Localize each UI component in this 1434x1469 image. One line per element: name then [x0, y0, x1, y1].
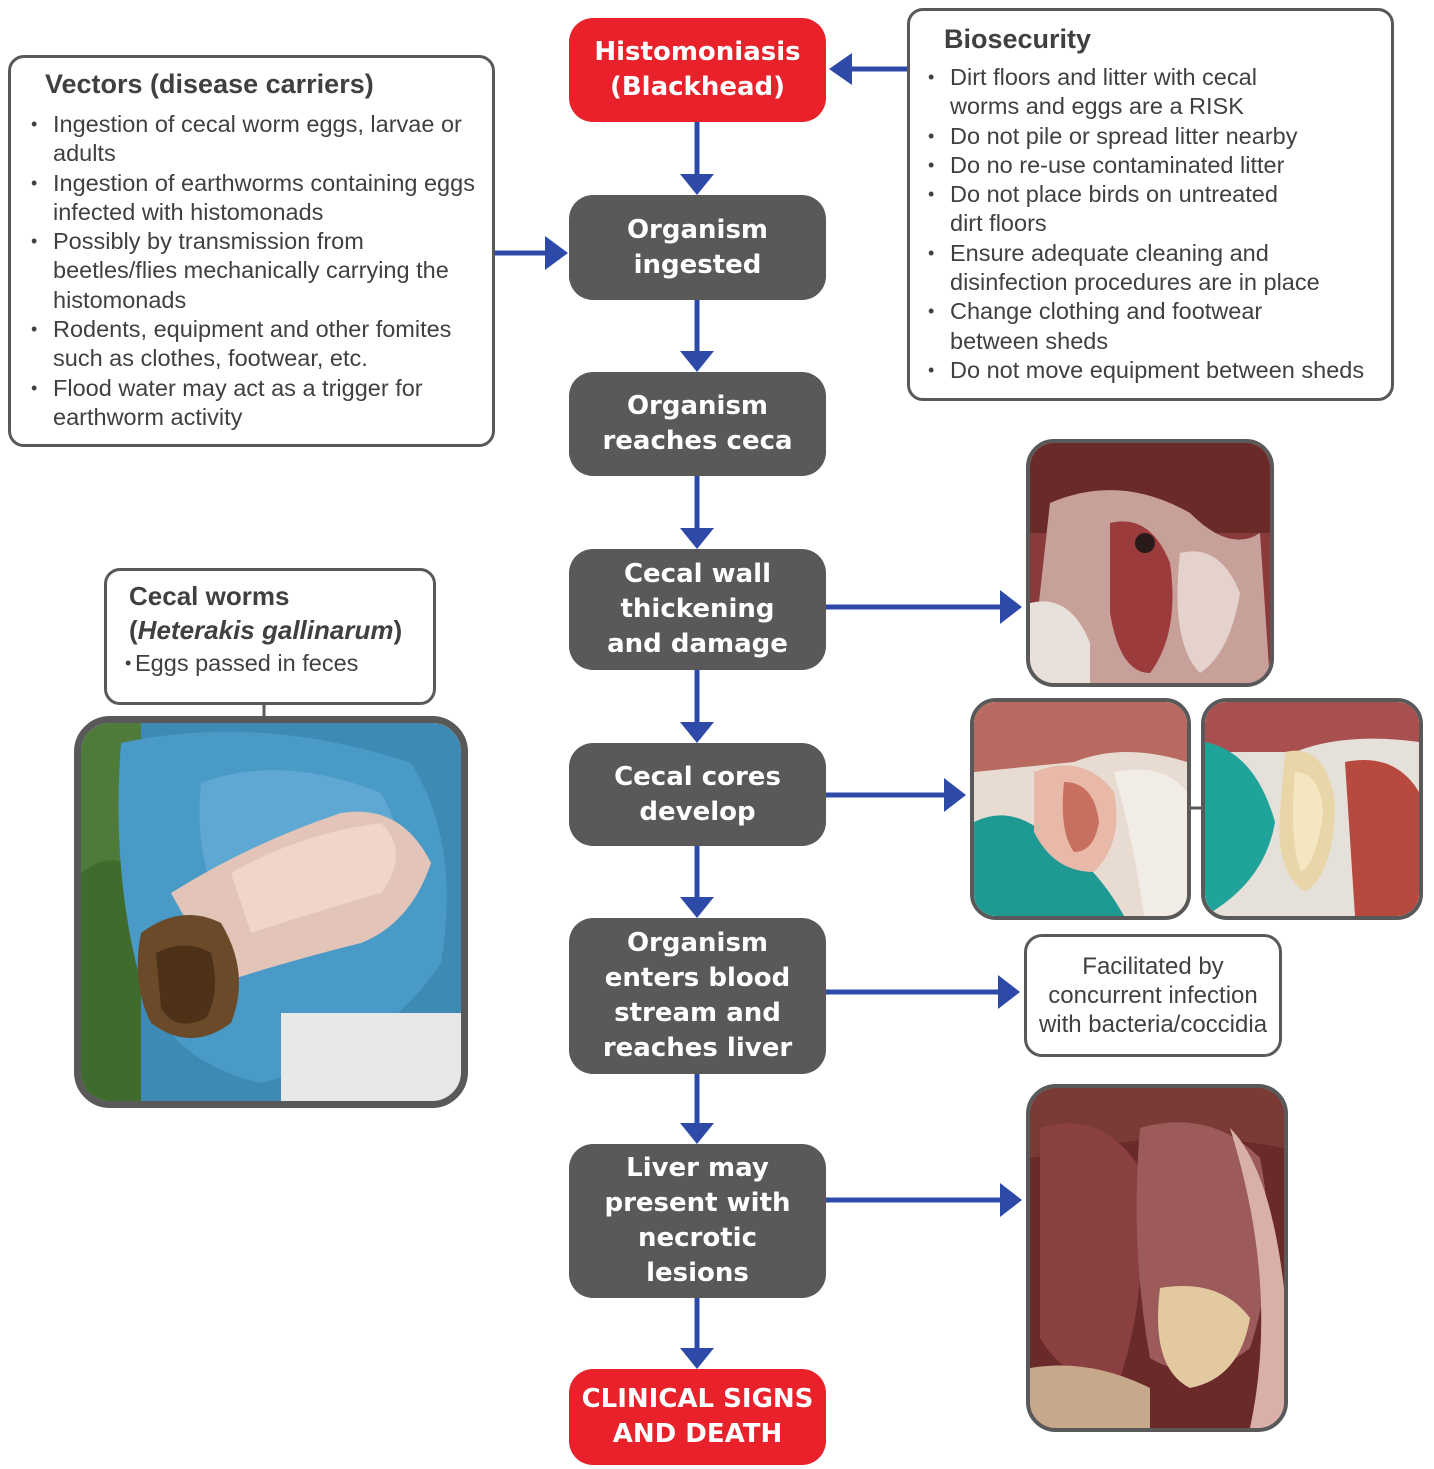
vectors-title: Vectors (disease carriers) [45, 69, 374, 99]
list-item: Ingestion of earthworms containing eggs … [21, 169, 484, 228]
cecal-worms-title-line1: Cecal worms [129, 581, 290, 611]
cecal-worms-box: Cecal worms (Heterakis gallinarum) Eggs … [104, 568, 436, 705]
list-item: Eggs passed in feces [115, 649, 429, 679]
arrow-down-5 [680, 846, 714, 918]
step-label: Cecal cores develop [614, 761, 781, 827]
arrow-vectors-to-ingested [494, 236, 568, 270]
list-item: Dirt floors and litter with cecal worms … [918, 63, 1383, 122]
cecal-wall-image [1030, 443, 1270, 683]
title-paren-close: ) [393, 615, 403, 645]
concurrent-infection-note: Facilitated by concurrent infection with… [1024, 934, 1282, 1057]
step-label: Organism ingested [626, 214, 769, 280]
cecal-cores-image-1 [974, 702, 1187, 916]
cecal-worms-list: Eggs passed in feces [125, 649, 429, 679]
list-item: Do no re-use contaminated litter [918, 151, 1383, 181]
photo-cecal-cores-right [1201, 698, 1423, 920]
photo-cecal-wall [1026, 439, 1274, 687]
biosecurity-list: Dirt floors and litter with cecal worms … [918, 63, 1383, 386]
arrow-biosecurity-to-start [829, 53, 907, 85]
arrow-down-1 [680, 122, 714, 195]
liver-image [1030, 1088, 1284, 1428]
photo-cecal-worms [74, 716, 468, 1108]
arrow-down-6 [680, 1074, 714, 1144]
photo-liver [1026, 1084, 1288, 1432]
start-label: Histomoniasis (Blackhead) [594, 37, 801, 102]
vectors-box: Vectors (disease carriers) Ingestion of … [8, 55, 495, 447]
arrow-to-note [826, 975, 1020, 1009]
list-item: Flood water may act as a trigger for ear… [21, 374, 484, 433]
list-item: Change clothing and footwear between she… [918, 297, 1383, 356]
step-label: Cecal wall thickening and damage [607, 559, 788, 659]
species-name: Heterakis gallinarum [137, 615, 394, 645]
list-item: Ingestion of cecal worm eggs, larvae or … [21, 110, 484, 169]
photo-cecal-cores-left [970, 698, 1191, 920]
cecal-worms-title: Cecal worms (Heterakis gallinarum) [129, 579, 429, 647]
arrow-down-4 [680, 670, 714, 743]
end-clinical-signs: CLINICAL SIGNS AND DEATH [569, 1369, 826, 1465]
arrow-down-2 [680, 300, 714, 372]
step-organism-ingested: Organism ingested [569, 195, 826, 300]
title-paren-open: ( [129, 615, 138, 645]
step-label: Liver may present with necrotic lesions [604, 1153, 791, 1288]
list-item: Do not pile or spread litter nearby [918, 122, 1383, 152]
step-label: Organism reaches ceca [602, 391, 793, 456]
arrow-down-7 [680, 1298, 714, 1369]
step-cecal-cores: Cecal cores develop [569, 743, 826, 846]
arrow-down-3 [680, 476, 714, 549]
cecal-worms-image [81, 723, 461, 1101]
arrow-to-photos-cecal-cores [826, 778, 966, 812]
list-item: Do not move equipment between sheds [918, 356, 1383, 386]
arrow-to-photo-cecal-wall [826, 590, 1022, 624]
step-liver-lesions: Liver may present with necrotic lesions [569, 1144, 826, 1298]
start-histomoniasis: Histomoniasis (Blackhead) [569, 18, 826, 122]
biosecurity-box: Biosecurity Dirt floors and litter with … [907, 8, 1394, 401]
list-item: Do not place birds on untreated dirt flo… [918, 180, 1383, 239]
biosecurity-title: Biosecurity [944, 24, 1092, 54]
step-reaches-ceca: Organism reaches ceca [569, 372, 826, 476]
step-blood-stream: Organism enters blood stream and reaches… [569, 918, 826, 1074]
arrow-to-photo-liver [826, 1183, 1022, 1217]
step-label: Organism enters blood stream and reaches… [602, 928, 793, 1063]
vectors-list: Ingestion of cecal worm eggs, larvae or … [21, 110, 484, 432]
end-label: CLINICAL SIGNS AND DEATH [581, 1384, 814, 1449]
cecal-cores-image-2 [1205, 702, 1419, 916]
step-cecal-wall: Cecal wall thickening and damage [569, 549, 826, 670]
list-item: Ensure adequate cleaning and disinfectio… [918, 239, 1383, 298]
list-item: Rodents, equipment and other fomites suc… [21, 315, 484, 374]
list-item: Possibly by transmission from beetles/fl… [21, 227, 484, 315]
